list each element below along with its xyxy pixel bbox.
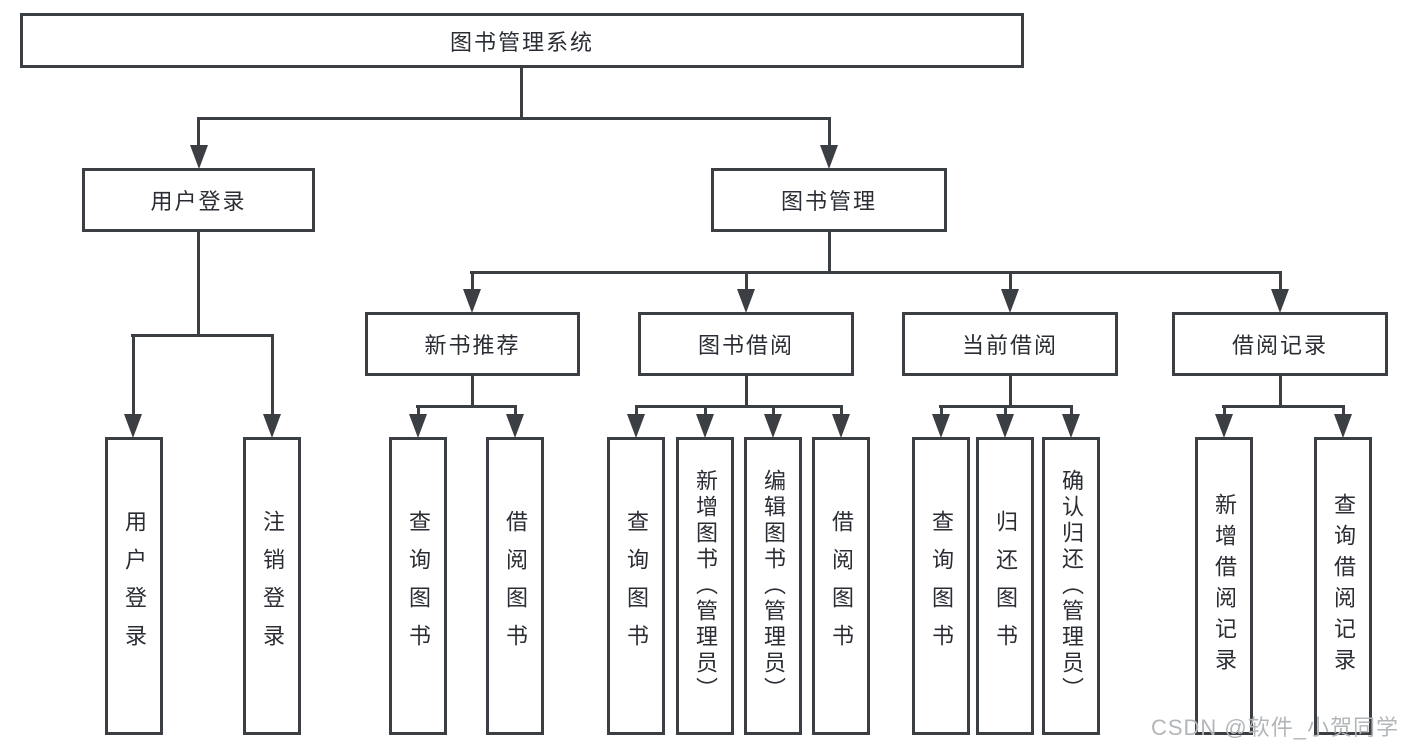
connector-leaf-drop bbox=[1342, 405, 1345, 417]
connector-to-logout-leaf bbox=[271, 334, 274, 416]
node-label: 借阅记录 bbox=[1231, 333, 1328, 358]
connector-book-borrow-stem bbox=[745, 375, 748, 408]
node-label: 确认归还（管理员） bbox=[1059, 469, 1084, 703]
node-label: 编辑图书（管理员） bbox=[761, 469, 786, 703]
node-borrowing-records: 借阅记录 bbox=[1172, 312, 1388, 376]
node-label: 图书借阅 bbox=[697, 333, 794, 358]
node-label: 查询借阅记录 bbox=[1331, 493, 1356, 679]
leaf-add-borrow-record: 新增借阅记录 bbox=[1195, 437, 1253, 735]
node-label: 图书管理 bbox=[780, 189, 877, 214]
leaf-return-books: 归还图书 bbox=[976, 437, 1034, 735]
node-label: 借阅图书 bbox=[503, 510, 528, 662]
node-label: 查询图书 bbox=[929, 510, 954, 662]
leaf-query-books-recommend: 查询图书 bbox=[389, 437, 447, 735]
node-label: 注销登录 bbox=[260, 510, 285, 662]
connector-to-new-book bbox=[471, 271, 474, 291]
connector-user-login-split bbox=[131, 334, 274, 337]
node-label: 当前借阅 bbox=[961, 333, 1058, 358]
connector-borrow-records-stem bbox=[1279, 375, 1282, 408]
csdn-watermark: CSDN @软件_小贺同学 bbox=[1150, 715, 1399, 740]
connector-book-mgmt-split bbox=[470, 271, 1282, 274]
connector-current-borrow-stem bbox=[1009, 375, 1012, 408]
arrow-down-icon bbox=[1334, 414, 1352, 438]
leaf-query-books-borrow: 查询图书 bbox=[607, 437, 665, 735]
arrow-down-icon bbox=[932, 414, 950, 438]
arrow-down-icon bbox=[627, 414, 645, 438]
node-label: 新增图书（管理员） bbox=[693, 469, 718, 703]
connector-root-stem bbox=[520, 68, 523, 120]
node-current-borrowing: 当前借阅 bbox=[902, 312, 1118, 376]
node-label: 查询图书 bbox=[624, 510, 649, 662]
arrow-down-icon bbox=[409, 414, 427, 438]
leaf-borrow-books-recommend: 借阅图书 bbox=[486, 437, 544, 735]
leaf-query-borrow-record: 查询借阅记录 bbox=[1314, 437, 1372, 735]
arrow-down-icon bbox=[820, 145, 838, 169]
leaf-logout: 注销登录 bbox=[243, 437, 301, 735]
connector-leaf-drop bbox=[635, 405, 638, 417]
leaf-edit-books-admin: 编辑图书（管理员） bbox=[744, 437, 802, 735]
leaf-borrow-books: 借阅图书 bbox=[812, 437, 870, 735]
arrow-down-icon bbox=[190, 145, 208, 169]
arrow-down-icon bbox=[832, 414, 850, 438]
leaf-query-books-current: 查询图书 bbox=[912, 437, 970, 735]
arrow-down-icon bbox=[1215, 414, 1233, 438]
arrow-down-icon bbox=[1271, 289, 1289, 313]
connector-leaf-drop bbox=[1070, 405, 1073, 417]
arrow-down-icon bbox=[696, 414, 714, 438]
connector-leaf-drop bbox=[1004, 405, 1007, 417]
connector-leaf-drop bbox=[514, 405, 517, 417]
node-label: 查询图书 bbox=[406, 510, 431, 662]
connector-user-login-stem bbox=[197, 232, 200, 337]
connector-leaf-drop bbox=[1223, 405, 1226, 417]
connector-to-login-leaf bbox=[132, 334, 135, 416]
node-label: 新书推荐 bbox=[424, 333, 521, 358]
connector-leaf-drop bbox=[417, 405, 420, 417]
arrow-down-icon bbox=[506, 414, 524, 438]
node-label: 用户登录 bbox=[150, 189, 247, 214]
node-label: 借阅图书 bbox=[829, 510, 854, 662]
arrow-down-icon bbox=[1001, 289, 1019, 313]
node-label: 图书管理系统 bbox=[449, 29, 594, 55]
connector-borrow-records-split bbox=[1222, 405, 1345, 408]
connector-new-book-stem bbox=[471, 375, 474, 408]
arrow-down-icon bbox=[1062, 414, 1080, 438]
node-new-book-recommend: 新书推荐 bbox=[365, 312, 580, 376]
arrow-down-icon bbox=[263, 414, 281, 438]
node-label: 新增借阅记录 bbox=[1212, 493, 1237, 679]
node-book-management: 图书管理 bbox=[711, 168, 947, 232]
arrow-down-icon bbox=[996, 414, 1014, 438]
leaf-confirm-return-admin: 确认归还（管理员） bbox=[1042, 437, 1100, 735]
arrow-down-icon bbox=[463, 289, 481, 313]
connector-leaf-drop bbox=[840, 405, 843, 417]
node-label: 用户登录 bbox=[122, 510, 147, 662]
connector-book-mgmt-stem bbox=[828, 232, 831, 274]
node-root-system: 图书管理系统 bbox=[20, 13, 1024, 68]
arrow-down-icon bbox=[764, 414, 782, 438]
leaf-add-books-admin: 新增图书（管理员） bbox=[676, 437, 734, 735]
connector-to-book-mgmt bbox=[828, 117, 831, 147]
node-label: 归还图书 bbox=[993, 510, 1018, 662]
connector-to-user-login bbox=[197, 117, 200, 147]
connector-to-book-borrow bbox=[745, 271, 748, 291]
node-book-borrowing: 图书借阅 bbox=[638, 312, 854, 376]
connector-leaf-drop bbox=[704, 405, 707, 417]
connector-to-borrow-records bbox=[1279, 271, 1282, 291]
arrow-down-icon bbox=[737, 289, 755, 313]
connector-root-split bbox=[197, 117, 831, 120]
leaf-user-login: 用户登录 bbox=[105, 437, 163, 735]
node-user-login: 用户登录 bbox=[82, 168, 315, 232]
connector-leaf-drop bbox=[772, 405, 775, 417]
connector-to-current-borrow bbox=[1009, 271, 1012, 291]
connector-new-book-split bbox=[416, 405, 517, 408]
arrow-down-icon bbox=[124, 414, 142, 438]
connector-book-borrow-split bbox=[635, 405, 843, 408]
connector-leaf-drop bbox=[940, 405, 943, 417]
